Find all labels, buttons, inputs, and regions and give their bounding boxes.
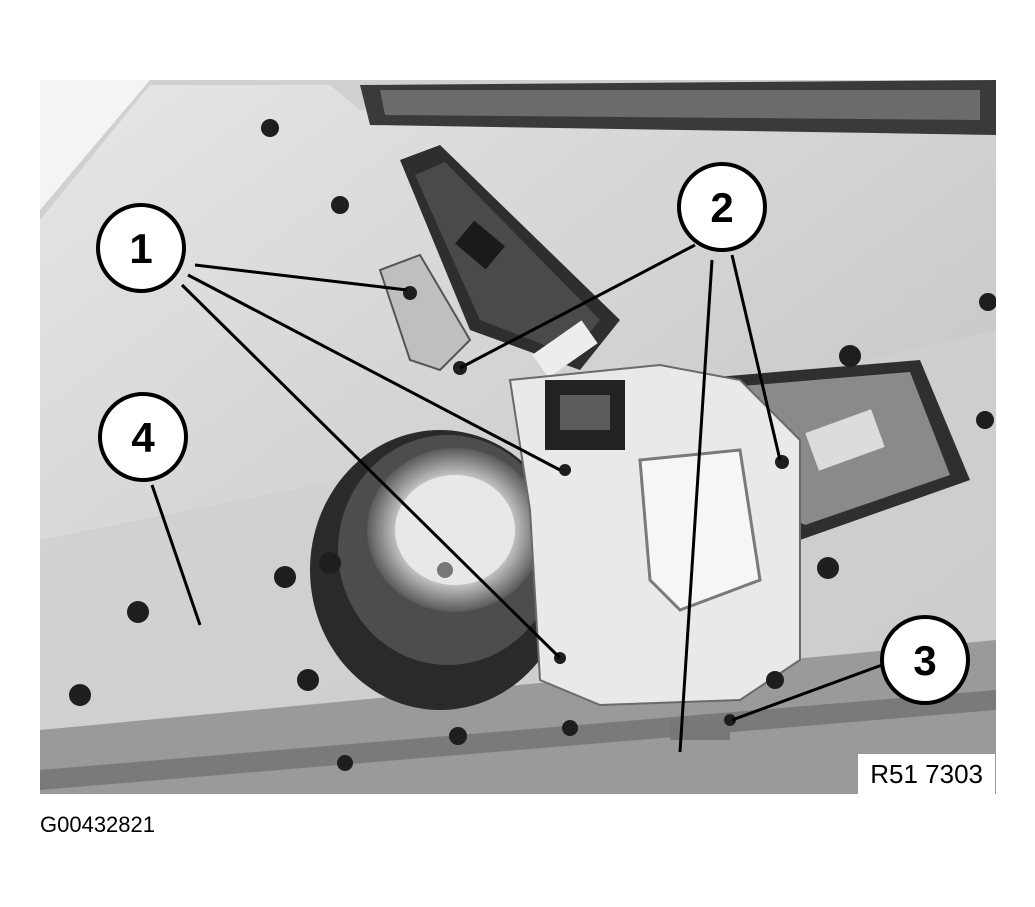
leader-lines (150, 243, 883, 753)
door-panel-photo: 1 2 3 4 (40, 80, 996, 794)
loudspeaker (310, 430, 570, 710)
control-module-housing (508, 363, 801, 740)
graphic-id-label: G00432821 (40, 812, 155, 837)
figure-reference-code: R51 7303 (858, 754, 995, 794)
callout-3: 3 (880, 615, 970, 705)
svg-text:2: 2 (710, 184, 733, 231)
svg-text:3: 3 (913, 637, 936, 684)
svg-text:4: 4 (131, 414, 155, 461)
svg-text:1: 1 (129, 225, 152, 272)
callout-4: 4 (98, 392, 188, 482)
callout-1: 1 (96, 203, 186, 293)
callout-2: 2 (677, 162, 767, 252)
